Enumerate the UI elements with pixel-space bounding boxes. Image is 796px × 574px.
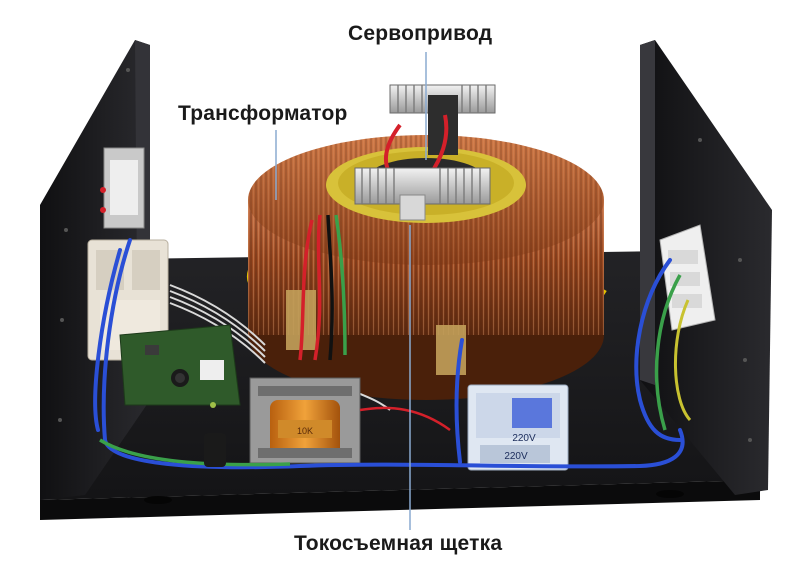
green-wires xyxy=(99,274,682,467)
transformer-label: 10K xyxy=(297,426,313,436)
relay-label-lower: 220V xyxy=(504,451,528,462)
ferrite-core xyxy=(204,433,226,467)
relay-label: 220V xyxy=(512,433,536,444)
label-current-collector-brush: Токосъемная щетка xyxy=(294,532,503,555)
pointer-lines xyxy=(275,52,427,530)
label-servo-drive: Сервопривод xyxy=(348,22,493,45)
label-transformer: Трансформатор xyxy=(178,102,348,125)
yellow-green-wire xyxy=(674,299,692,422)
servo-drive xyxy=(354,84,496,221)
blue-wires xyxy=(93,238,685,470)
control-board xyxy=(119,324,241,408)
panel-switch xyxy=(100,147,145,229)
white-red-wire xyxy=(359,406,451,432)
control-transformer: 10K xyxy=(249,377,361,464)
relay: 220V 220V xyxy=(467,384,569,471)
wire-bundle xyxy=(298,214,347,361)
